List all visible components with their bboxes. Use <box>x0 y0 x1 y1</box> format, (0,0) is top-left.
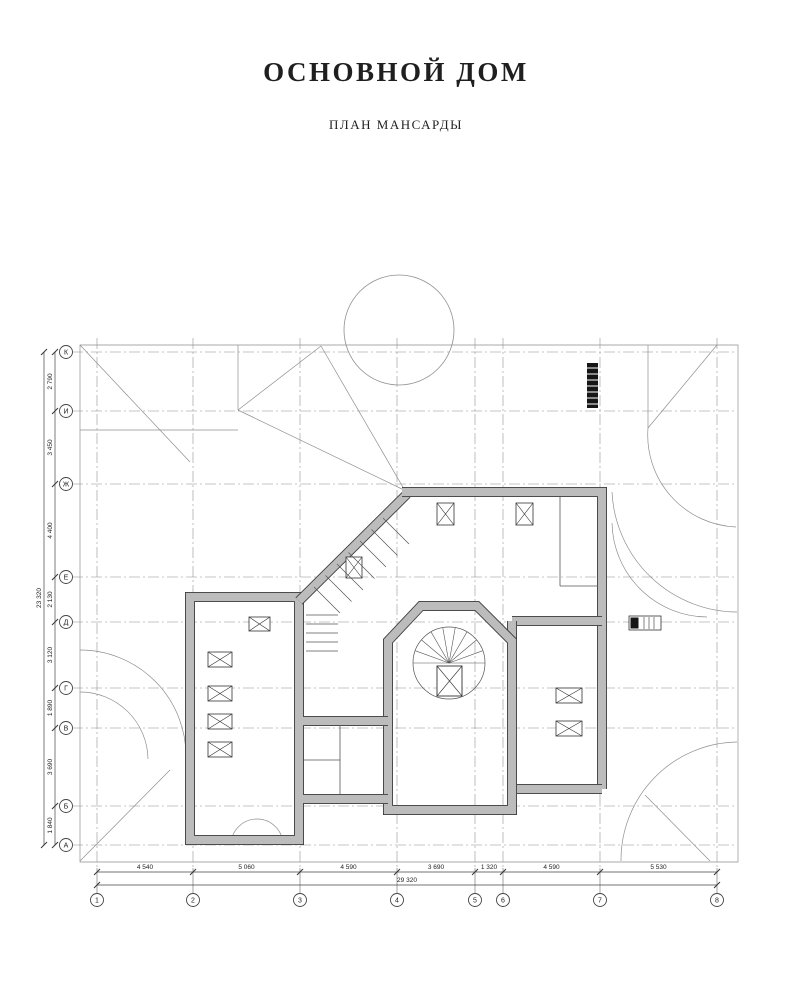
axis-bubble-bottom: 7 <box>593 868 607 907</box>
svg-text:К: К <box>64 350 69 357</box>
svg-text:8: 8 <box>715 898 719 905</box>
svg-text:3: 3 <box>298 898 302 905</box>
dimension-label: 3 120 <box>47 646 54 663</box>
dimension-label: 1 840 <box>47 817 54 834</box>
axis-bubble-left: Г <box>59 681 73 695</box>
svg-text:Б: Б <box>64 804 69 811</box>
dimension-label: 1 320 <box>481 864 498 871</box>
dimension-label: 1 890 <box>47 699 54 716</box>
dimension-label: 3 690 <box>47 758 54 775</box>
svg-text:2: 2 <box>191 898 195 905</box>
vent-shaft-box <box>207 741 233 758</box>
roof-ladder-icon <box>587 363 598 408</box>
turret-roof-circle <box>343 274 455 386</box>
vent-shaft-box <box>207 651 233 668</box>
vent-shaft-box <box>345 556 363 579</box>
axis-bubbles: 1 2 3 4 5 6 7 8 К И Ж Е Д Г В Б А <box>59 345 724 907</box>
dimension-label: 5 060 <box>238 864 255 871</box>
page-title: ОСНОВНОЙ ДОМ <box>263 57 529 87</box>
svg-text:1: 1 <box>95 898 99 905</box>
svg-text:5: 5 <box>473 898 477 905</box>
svg-text:Г: Г <box>64 686 68 693</box>
axis-bubble-left: А <box>59 838 73 852</box>
axis-bubble-left: К <box>59 345 73 359</box>
grid-lines <box>72 338 736 868</box>
dimension-label: 2 130 <box>47 591 54 608</box>
vent-shaft-box <box>555 720 583 737</box>
axis-bubble-left: Б <box>59 799 73 813</box>
svg-text:И: И <box>63 409 68 416</box>
svg-text:Ж: Ж <box>63 482 70 489</box>
dimension-label: 3 690 <box>428 864 445 871</box>
axis-bubble-bottom: 1 <box>90 868 104 907</box>
dimension-label: 4 590 <box>340 864 357 871</box>
dimension-total-label: 23 320 <box>36 588 43 608</box>
axis-bubble-left: В <box>59 721 73 735</box>
axis-bubble-left: Е <box>59 570 73 584</box>
roof-outline <box>79 274 739 863</box>
dimension-label: 3 450 <box>47 439 54 456</box>
vent-shaft-box <box>555 687 583 704</box>
axis-bubble-left: И <box>59 404 73 418</box>
svg-text:В: В <box>64 726 69 733</box>
axis-bubble-left: Ж <box>59 477 73 491</box>
spiral-stair <box>412 626 486 700</box>
svg-text:6: 6 <box>501 898 505 905</box>
svg-text:Е: Е <box>64 575 69 582</box>
axis-bubble-bottom: 8 <box>710 868 724 907</box>
axis-bubble-bottom: 5 <box>468 868 482 907</box>
axis-bubble-bottom: 2 <box>186 868 200 907</box>
dimension-label: 5 530 <box>650 864 667 871</box>
vent-shaft-box <box>248 616 271 632</box>
vent-shaft-box <box>515 502 534 526</box>
dimension-label: 4 590 <box>543 864 560 871</box>
dimension-chains: 4 540 5 060 4 590 3 690 1 320 4 590 5 530 29 32… <box>36 348 721 889</box>
axis-bubble-bottom: 4 <box>390 868 404 907</box>
dimension-label: 2 790 <box>47 373 54 390</box>
dimension-total-label: 29 320 <box>397 877 417 884</box>
dimension-label: 4 540 <box>137 864 154 871</box>
interior-details <box>207 363 662 795</box>
svg-text:7: 7 <box>598 898 602 905</box>
page-subtitle: ПЛАН МАНСАРДЫ <box>329 117 463 132</box>
dimension-label: 4 400 <box>47 522 54 539</box>
svg-text:4: 4 <box>395 898 399 905</box>
svg-text:Д: Д <box>64 620 69 627</box>
axis-bubble-bottom: 6 <box>496 868 510 907</box>
axis-bubble-left: Д <box>59 615 73 629</box>
equipment-block <box>628 615 662 631</box>
axis-bubble-bottom: 3 <box>293 868 307 907</box>
vent-shaft-box <box>207 713 233 730</box>
vent-shaft-box <box>207 685 233 702</box>
svg-text:А: А <box>64 843 69 850</box>
vent-shaft-box <box>436 502 455 526</box>
mansard-walls <box>185 487 607 845</box>
